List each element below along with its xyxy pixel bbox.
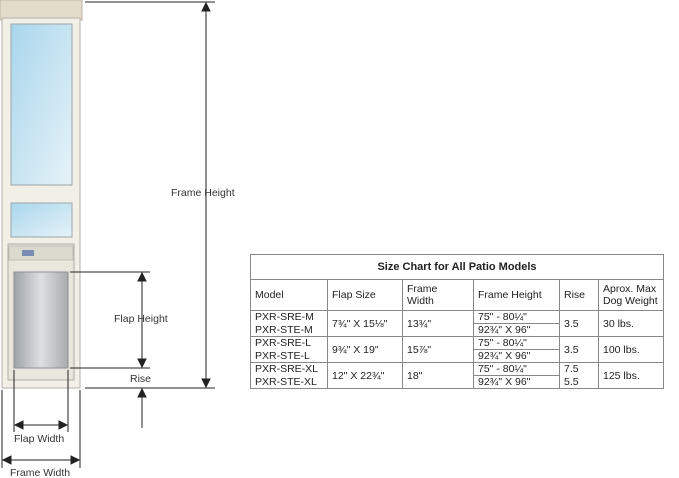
table-title: Size Chart for All Patio Models xyxy=(250,254,664,280)
model-cell: PXR-STE-XL xyxy=(250,375,328,389)
frame-height-dimension xyxy=(85,1,215,389)
header-dog-weight: Aprox. Max Dog Weight xyxy=(598,279,664,311)
table-row: PXR-SRE-M 7¾" X 15⅛" 13¾" 75" - 80¼" 3.5… xyxy=(250,310,664,337)
frame-width-cell: 15⅞" xyxy=(402,336,474,363)
model-cell: PXR-SRE-M xyxy=(250,310,328,324)
size-chart-table: Size Chart for All Patio Models Model Fl… xyxy=(250,254,664,389)
table-row: PXR-STE-XL 92¾" X 96" 5.5 xyxy=(250,375,664,389)
top-cap xyxy=(0,0,83,21)
table-row: PXR-STE-L 92¾" X 96" xyxy=(250,349,664,363)
rise-cell: 3.5 xyxy=(559,310,599,337)
flap-size-cell: 7¾" X 15⅛" xyxy=(327,310,403,337)
header-flap-size: Flap Size xyxy=(327,279,403,311)
frame-width-dimension xyxy=(1,390,81,468)
frame-width-label: Frame Width xyxy=(10,467,70,478)
header-frame-height: Frame Height xyxy=(473,279,560,311)
weight-cell: 100 lbs. xyxy=(598,336,664,363)
table-row: PXR-SRE-L 9¾" X 19" 15⅞" 75" - 80¼" 3.5 … xyxy=(250,336,664,363)
weight-cell: 125 lbs. xyxy=(598,362,664,389)
rise-label: Rise xyxy=(130,373,151,385)
flap-width-label: Flap Width xyxy=(14,433,64,445)
header-model: Model xyxy=(250,279,328,311)
lower-glass-pane xyxy=(10,202,73,238)
header-frame-width: Frame Width xyxy=(402,279,474,311)
flap-size-cell: 12" X 22¾" xyxy=(327,362,403,389)
model-cell: PXR-STE-M xyxy=(250,323,328,337)
table-row: PXR-SRE-XL 12" X 22¾" 18" 75" - 80¼" 7.5… xyxy=(250,362,664,389)
rise-cell: 5.5 xyxy=(559,375,599,389)
frame-height-cell: 75" - 80¼" xyxy=(473,362,560,376)
frame-width-cell: 13¾" xyxy=(402,310,474,337)
header-rise: Rise xyxy=(559,279,599,311)
rise-cell: 7.5 xyxy=(559,362,599,376)
frame-height-label: Frame Height xyxy=(171,187,235,199)
frame-width-cell: 18" xyxy=(402,362,474,389)
flap-width-dimension xyxy=(13,370,69,432)
frame-height-cell: 92¾" X 96" xyxy=(473,323,560,337)
weight-cell: 30 lbs. xyxy=(598,310,664,337)
rise-cell: 3.5 xyxy=(559,336,599,363)
rise-dimension xyxy=(137,350,147,428)
flap-height-dimension xyxy=(70,271,150,369)
model-cell: PXR-SRE-L xyxy=(250,336,328,350)
model-cell: PXR-STE-L xyxy=(250,349,328,363)
housing-top-bar xyxy=(8,245,74,261)
frame-height-cell: 92¾" X 96" xyxy=(473,375,560,389)
frame-height-cell: 92¾" X 96" xyxy=(473,349,560,363)
frame-height-cell: 75" - 80¼" xyxy=(473,336,560,350)
flap-height-label: Flap Height xyxy=(114,313,168,325)
flap-size-cell: 9¾" X 19" xyxy=(327,336,403,363)
frame-height-cell: 75" - 80¼" xyxy=(473,310,560,324)
model-cell: PXR-SRE-XL xyxy=(250,362,328,376)
pet-flap xyxy=(13,271,69,369)
housing-logo xyxy=(22,250,34,256)
upper-glass-pane xyxy=(10,23,73,186)
